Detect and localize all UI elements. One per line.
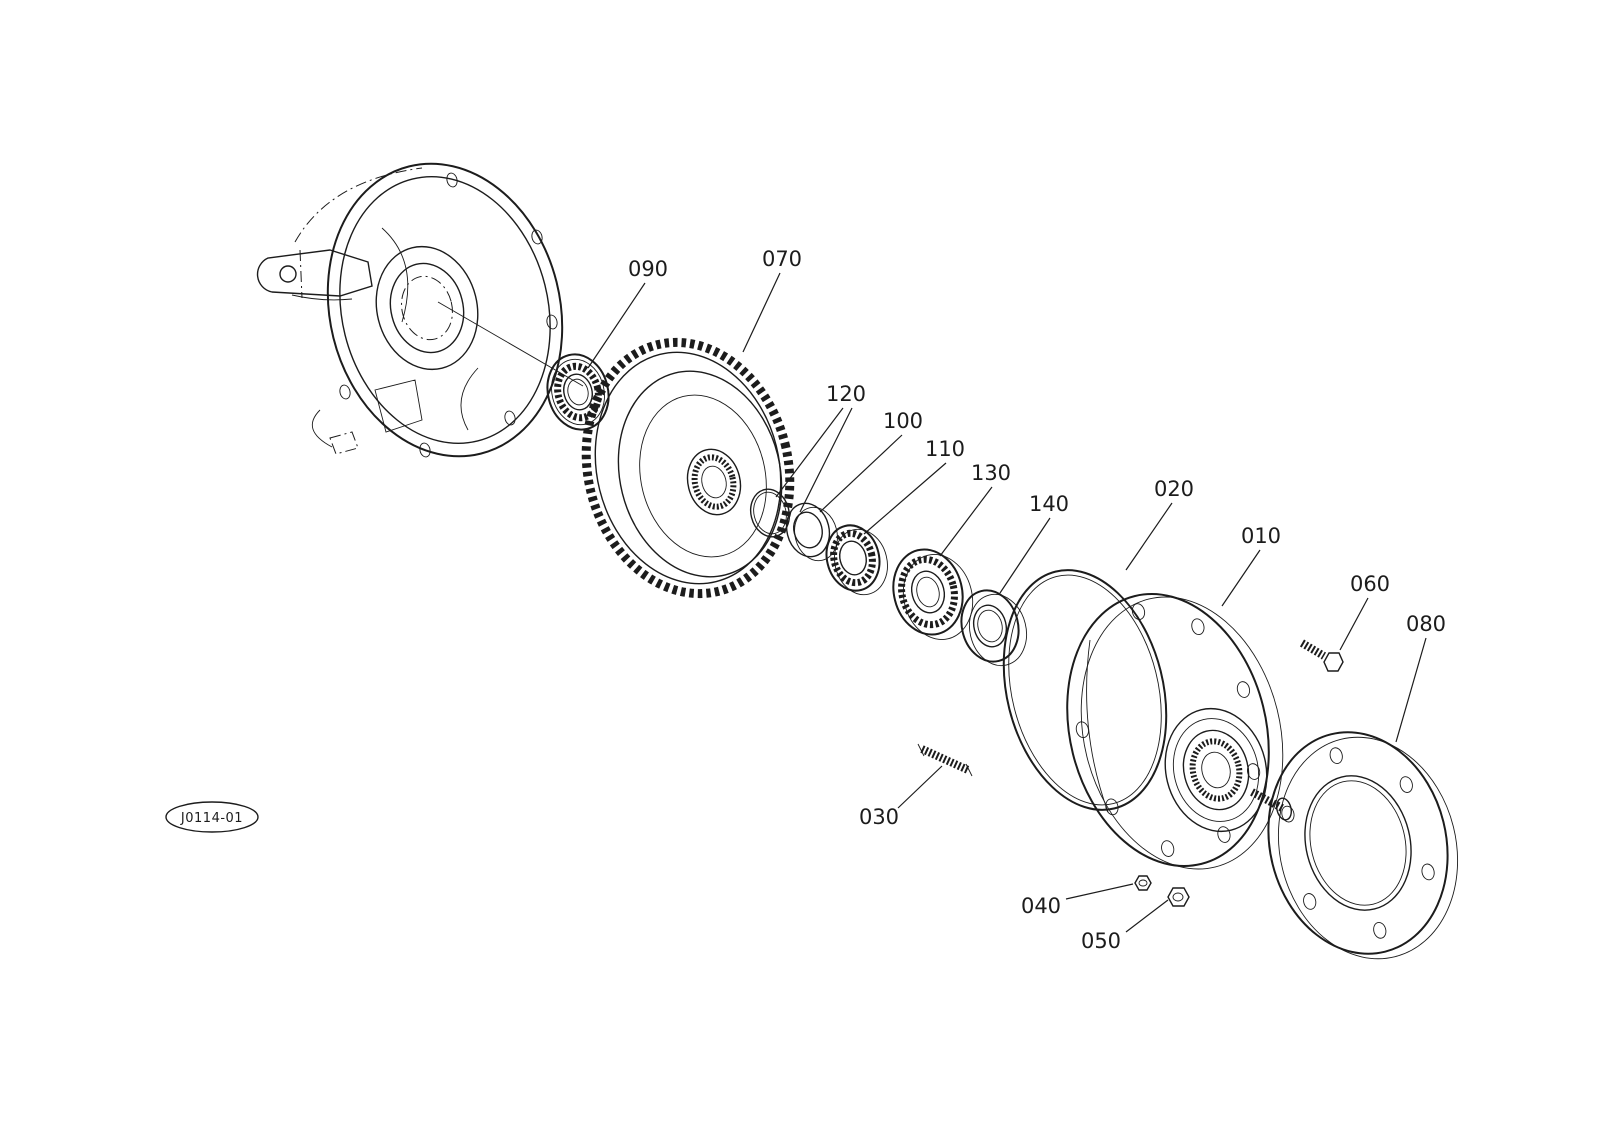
callout-080: 080	[1406, 612, 1446, 636]
axle-housing-drawing	[256, 162, 584, 458]
callout-130: 130	[971, 461, 1011, 485]
nut-050-drawing	[1167, 887, 1190, 907]
callout-020: 020	[1154, 477, 1194, 501]
leader-lines	[587, 272, 1427, 933]
flange-080-drawing	[1267, 731, 1459, 960]
bearing-110-drawing	[825, 524, 888, 596]
gear-070-drawing	[581, 337, 795, 599]
callout-100: 100	[883, 409, 923, 433]
spline-shaft-stub	[1250, 788, 1284, 812]
callout-010: 010	[1241, 524, 1281, 548]
callout-120: 120	[826, 382, 866, 406]
nut-040-drawing	[1134, 875, 1152, 891]
reference-stamp: J0114-01	[165, 801, 259, 833]
bearing-130-drawing	[892, 548, 974, 640]
callout-040: 040	[1021, 894, 1061, 918]
housing-arm	[256, 249, 373, 297]
collar-140-drawing	[960, 589, 1027, 667]
callout-070: 070	[762, 247, 802, 271]
callout-110: 110	[925, 437, 965, 461]
callout-060: 060	[1350, 572, 1390, 596]
callout-050: 050	[1081, 929, 1121, 953]
callout-140: 140	[1029, 492, 1069, 516]
o-ring-020-drawing	[1002, 569, 1168, 811]
collar-100-drawing	[785, 502, 838, 562]
stud-030-drawing	[917, 743, 973, 777]
bolt-060-drawing	[1299, 639, 1344, 672]
callout-090: 090	[628, 257, 668, 281]
snap-ring-120-drawing	[749, 488, 791, 538]
cover-010-drawing	[1066, 593, 1292, 870]
reference-code: J0114-01	[180, 811, 243, 826]
callout-labels: 090 070 120 100 110 130 140 020 010 060 …	[628, 247, 1446, 953]
callout-030: 030	[859, 805, 899, 829]
